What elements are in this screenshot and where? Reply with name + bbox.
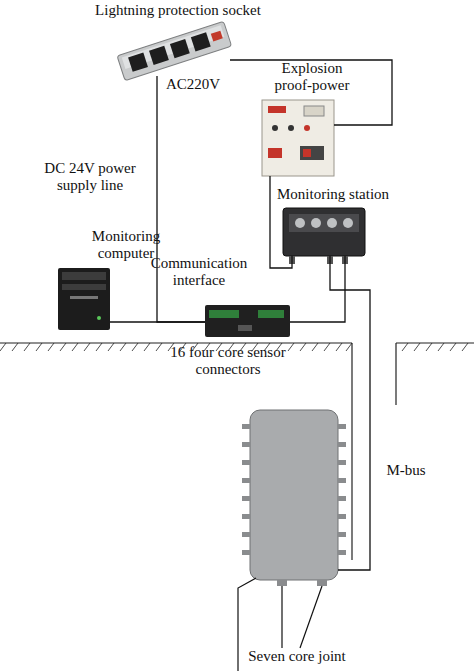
wire-connector	[290, 256, 345, 322]
callout-label: Seven core joint	[232, 648, 362, 665]
sensor-unit: 16 four core sensor connectors	[250, 410, 338, 580]
node-label: Communication interface	[139, 255, 259, 289]
wire-line	[290, 256, 345, 322]
interface-illustration	[205, 305, 290, 337]
sensor-illustration	[242, 410, 346, 586]
computer-illustration	[58, 268, 110, 330]
wire-line	[110, 321, 205, 322]
wire-connector	[110, 322, 205, 323]
node-label: Lightning protection socket	[78, 2, 278, 19]
station-illustration	[283, 208, 365, 264]
node-label: 16 four core sensor connectors	[158, 344, 298, 378]
wire-label: M-bus	[376, 462, 436, 479]
interface-box: Communication interface	[205, 305, 290, 337]
ground-line	[0, 343, 474, 560]
wire-line	[330, 256, 370, 570]
computer-node: Monitoring computer	[58, 268, 110, 330]
socket-illustration	[117, 21, 232, 80]
socket-node: Lightning protection socket	[118, 24, 230, 76]
voltage-label: AC220V	[158, 76, 228, 93]
wire-line	[230, 60, 392, 125]
wire-label: DC 24V power supply line	[30, 160, 150, 194]
node-label: Explosion proof-power	[262, 60, 362, 94]
wire-connector	[230, 60, 392, 125]
power-box: Explosion proof-power	[262, 100, 334, 176]
station-box: Monitoring station	[283, 208, 365, 256]
power-box-illustration	[262, 100, 334, 176]
wire-connector	[330, 256, 370, 570]
node-label: Monitoring station	[277, 186, 417, 203]
